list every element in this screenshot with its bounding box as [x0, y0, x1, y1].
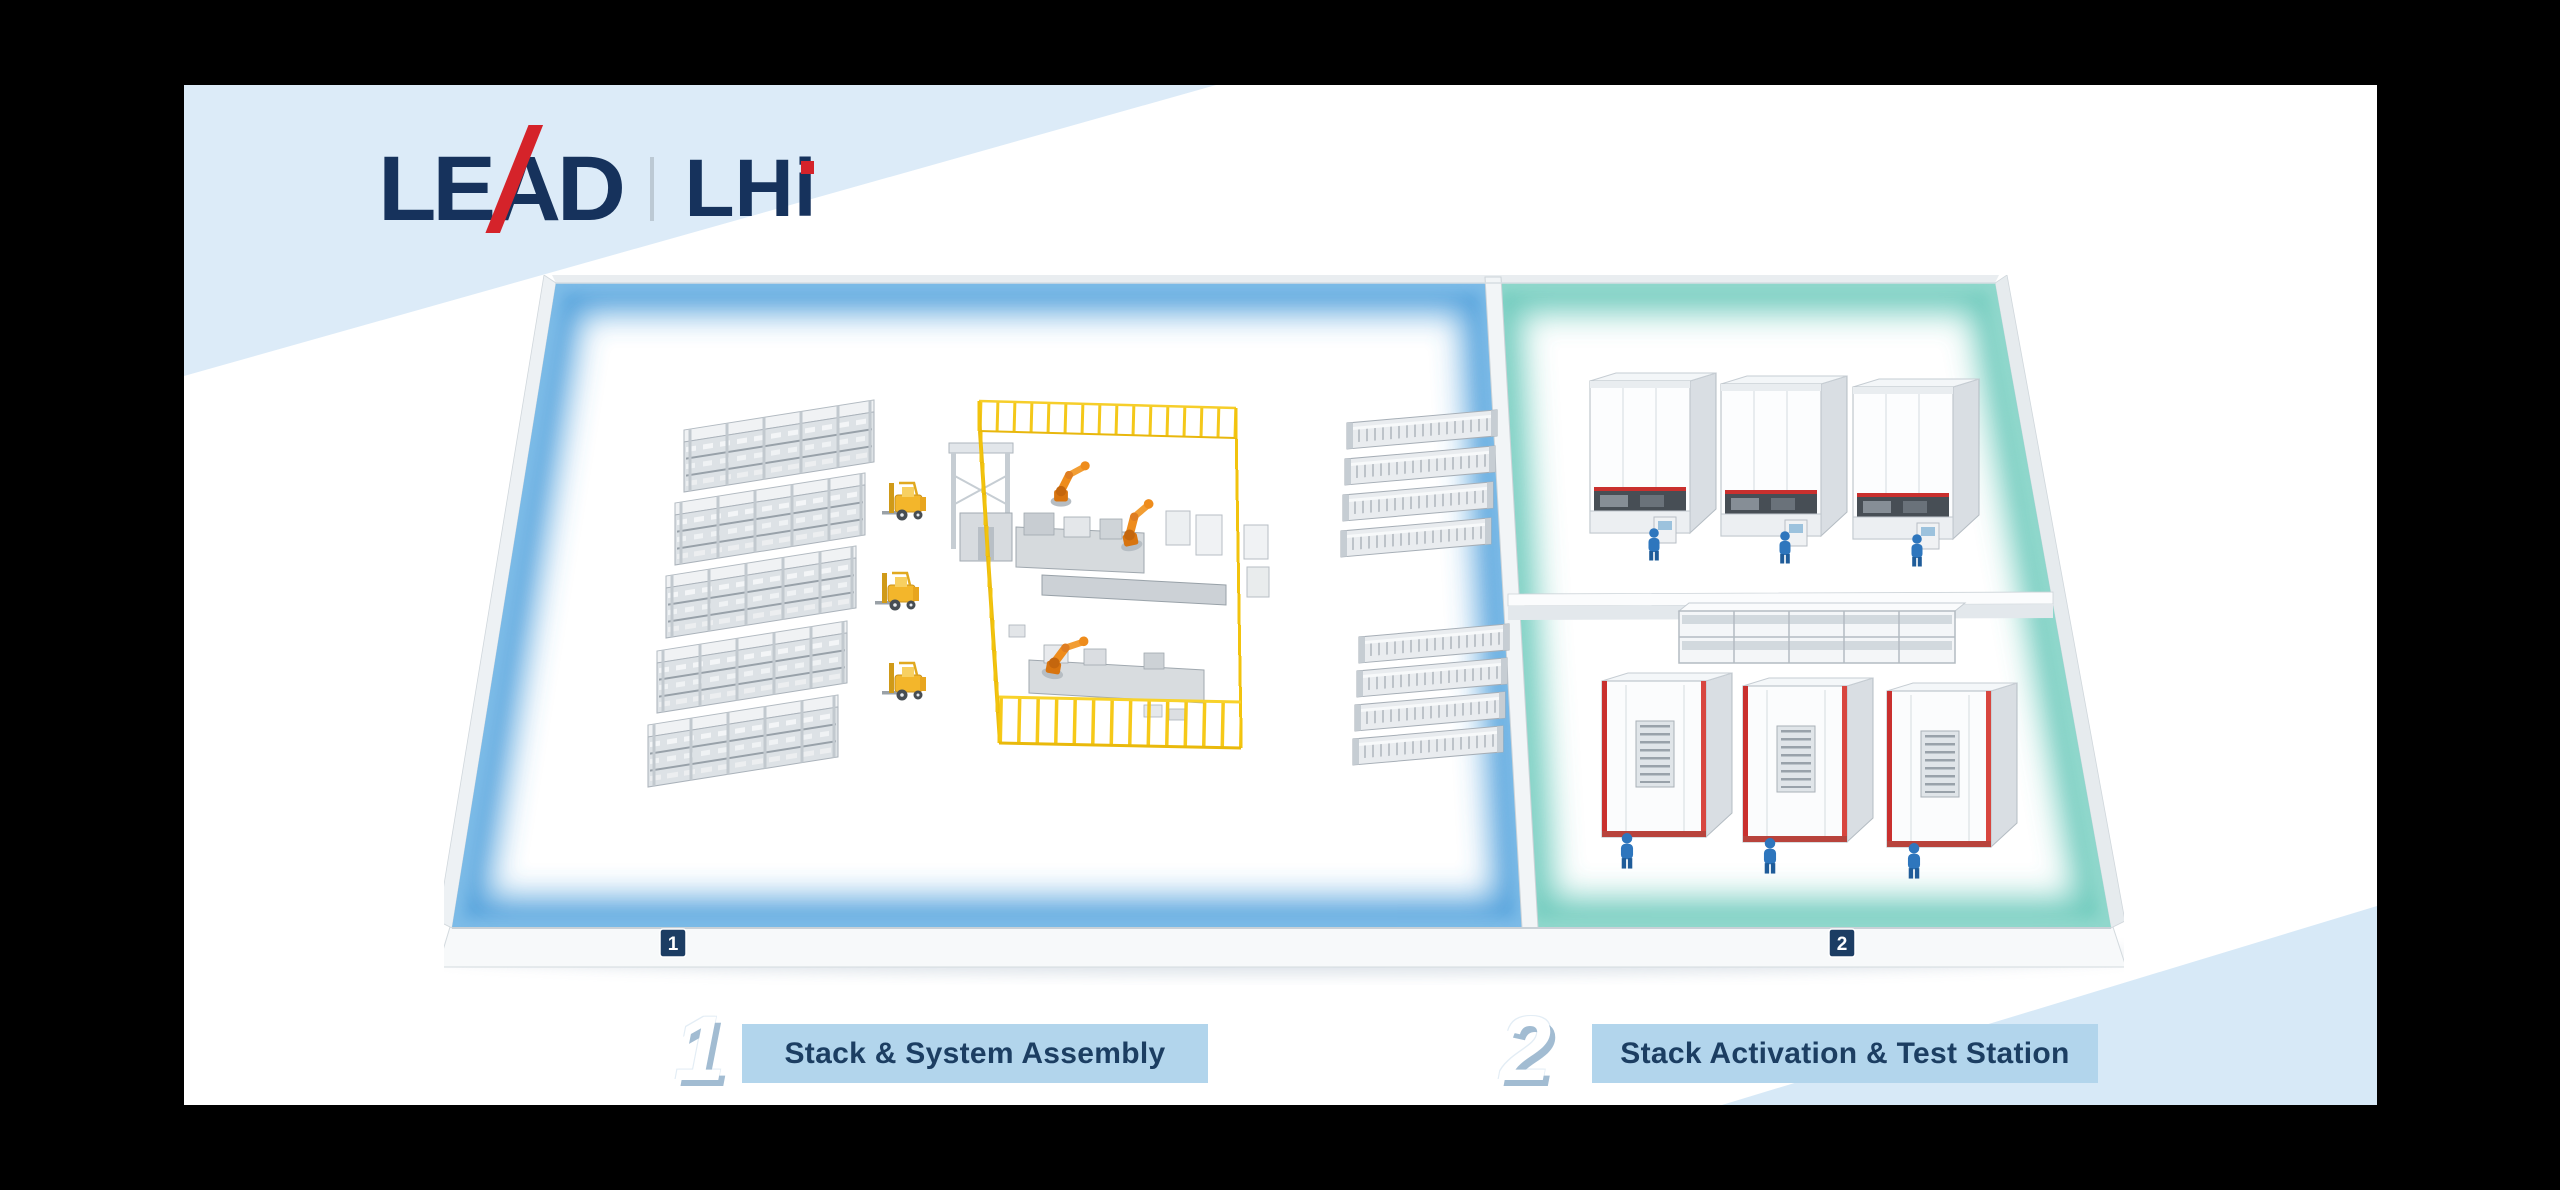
assembly-line	[1008, 510, 1227, 721]
floor-tag-1: 1	[659, 928, 687, 958]
safety-fence-right	[1234, 407, 1243, 749]
legend-number-2: 2	[1500, 998, 1552, 1100]
floor-tag-2-number: 2	[1837, 934, 1848, 955]
zone-1-floor	[452, 283, 1526, 928]
lhi-text: LHi	[684, 143, 817, 234]
safety-fence-front	[998, 695, 1242, 750]
logo: LEAD LHi	[378, 125, 817, 241]
legend-label-2: Stack Activation & Test Station	[1592, 1024, 2098, 1083]
safety-fence-back	[978, 399, 1237, 439]
slide-canvas: LEAD LHi	[184, 85, 2377, 1105]
storage-shelf	[1677, 602, 1967, 664]
lhi-red-dot-icon	[800, 161, 814, 174]
left-wall	[444, 275, 557, 929]
floor-tag-1-number: 1	[668, 934, 679, 955]
legend-label-1: Stack & System Assembly	[742, 1024, 1208, 1083]
lead-wordmark: LEAD	[378, 125, 626, 235]
safety-fence-left	[977, 400, 1001, 744]
lhi-wordmark: LHi	[684, 148, 816, 230]
logo-divider	[650, 157, 655, 221]
side-cabinets	[1243, 524, 1270, 598]
legend-number-1: 1	[674, 998, 726, 1100]
back-wall	[552, 275, 1999, 283]
floor-tag-2: 2	[1828, 928, 1856, 958]
factory-illustration: 1 2	[444, 275, 2124, 975]
front-wall	[444, 926, 2124, 968]
